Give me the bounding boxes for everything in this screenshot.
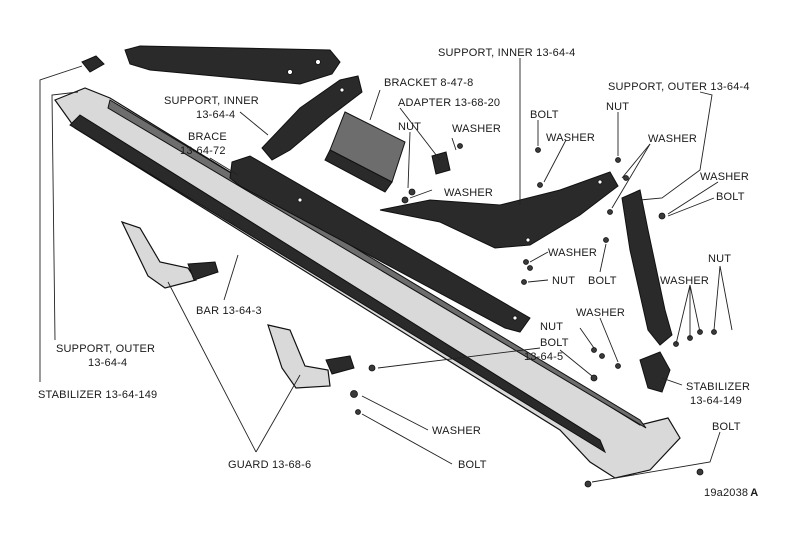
label-support-outer-left-1: SUPPORT, OUTER bbox=[56, 343, 155, 355]
label-washer-3: WASHER bbox=[546, 132, 595, 144]
label-nut-3: NUT bbox=[552, 275, 575, 287]
label-washer-9: WASHER bbox=[432, 425, 481, 437]
label-bolt-2: BOLT bbox=[716, 191, 745, 203]
label-washer-7: WASHER bbox=[660, 275, 709, 287]
label-support-outer-left-2: 13-64-4 bbox=[88, 357, 127, 369]
label-brace-2: 13-64-72 bbox=[180, 145, 226, 157]
leader-lines bbox=[39, 58, 733, 483]
label-washer-2: WASHER bbox=[444, 187, 493, 199]
label-bolt-4-pn: 13-64-5 bbox=[524, 351, 563, 363]
label-bar: BAR 13-64-3 bbox=[196, 305, 262, 317]
support-outer-right-part bbox=[621, 189, 673, 346]
label-bolt-4: BOLT bbox=[540, 337, 569, 349]
label-stabilizer-right-2: 13-64-149 bbox=[690, 395, 742, 407]
label-guard: GUARD 13-68-6 bbox=[228, 459, 311, 471]
label-nut-4: NUT bbox=[708, 253, 731, 265]
label-support-inner-left-2: 13-64-4 bbox=[196, 109, 235, 121]
stabilizer-right-part bbox=[639, 351, 671, 393]
label-nut-2: NUT bbox=[606, 101, 629, 113]
label-bolt-6: BOLT bbox=[712, 421, 741, 433]
label-support-inner-top: SUPPORT, INNER 13-64-4 bbox=[438, 47, 575, 59]
label-nut-5: NUT bbox=[540, 321, 563, 333]
support-outer-top-left-part bbox=[124, 45, 341, 85]
bracket-part bbox=[324, 111, 406, 193]
label-washer-1: WASHER bbox=[452, 123, 501, 135]
label-support-inner-left-1: SUPPORT, INNER bbox=[164, 95, 259, 107]
label-bracket: BRACKET 8-47-8 bbox=[384, 77, 473, 89]
adapter-part bbox=[431, 151, 451, 175]
brace-part bbox=[229, 155, 531, 333]
guard-upper-part bbox=[120, 220, 219, 289]
label-washer-4: WASHER bbox=[648, 133, 697, 145]
label-washer-5: WASHER bbox=[700, 171, 749, 183]
hardware-group bbox=[350, 143, 717, 488]
guard-lower-part bbox=[267, 324, 355, 389]
label-washer-6: WASHER bbox=[548, 247, 597, 259]
label-brace-1: BRACE bbox=[188, 131, 227, 143]
label-bolt-1: BOLT bbox=[530, 109, 559, 121]
label-adapter: ADAPTER 13-68-20 bbox=[398, 97, 500, 109]
label-nut-1: NUT bbox=[398, 121, 421, 133]
label-bolt-3: BOLT bbox=[588, 275, 617, 287]
label-support-outer-top: SUPPORT, OUTER 13-64-4 bbox=[608, 81, 750, 93]
stabilizer-left-part bbox=[81, 55, 105, 73]
support-inner-center-part bbox=[379, 171, 619, 249]
labels-group: SUPPORT, INNER 13-64-4 SUPPORT, OUTER 13… bbox=[38, 47, 758, 499]
label-stabilizer-left: STABILIZER 13-64-149 bbox=[38, 389, 157, 401]
figure-id-number: 19a2038 bbox=[704, 487, 748, 499]
label-washer-8: WASHER bbox=[576, 307, 625, 319]
label-bolt-5: BOLT bbox=[458, 459, 487, 471]
figure-id-letter: A bbox=[750, 487, 758, 499]
support-inner-left-part bbox=[261, 75, 363, 161]
label-stabilizer-right-1: STABILIZER bbox=[686, 381, 750, 393]
